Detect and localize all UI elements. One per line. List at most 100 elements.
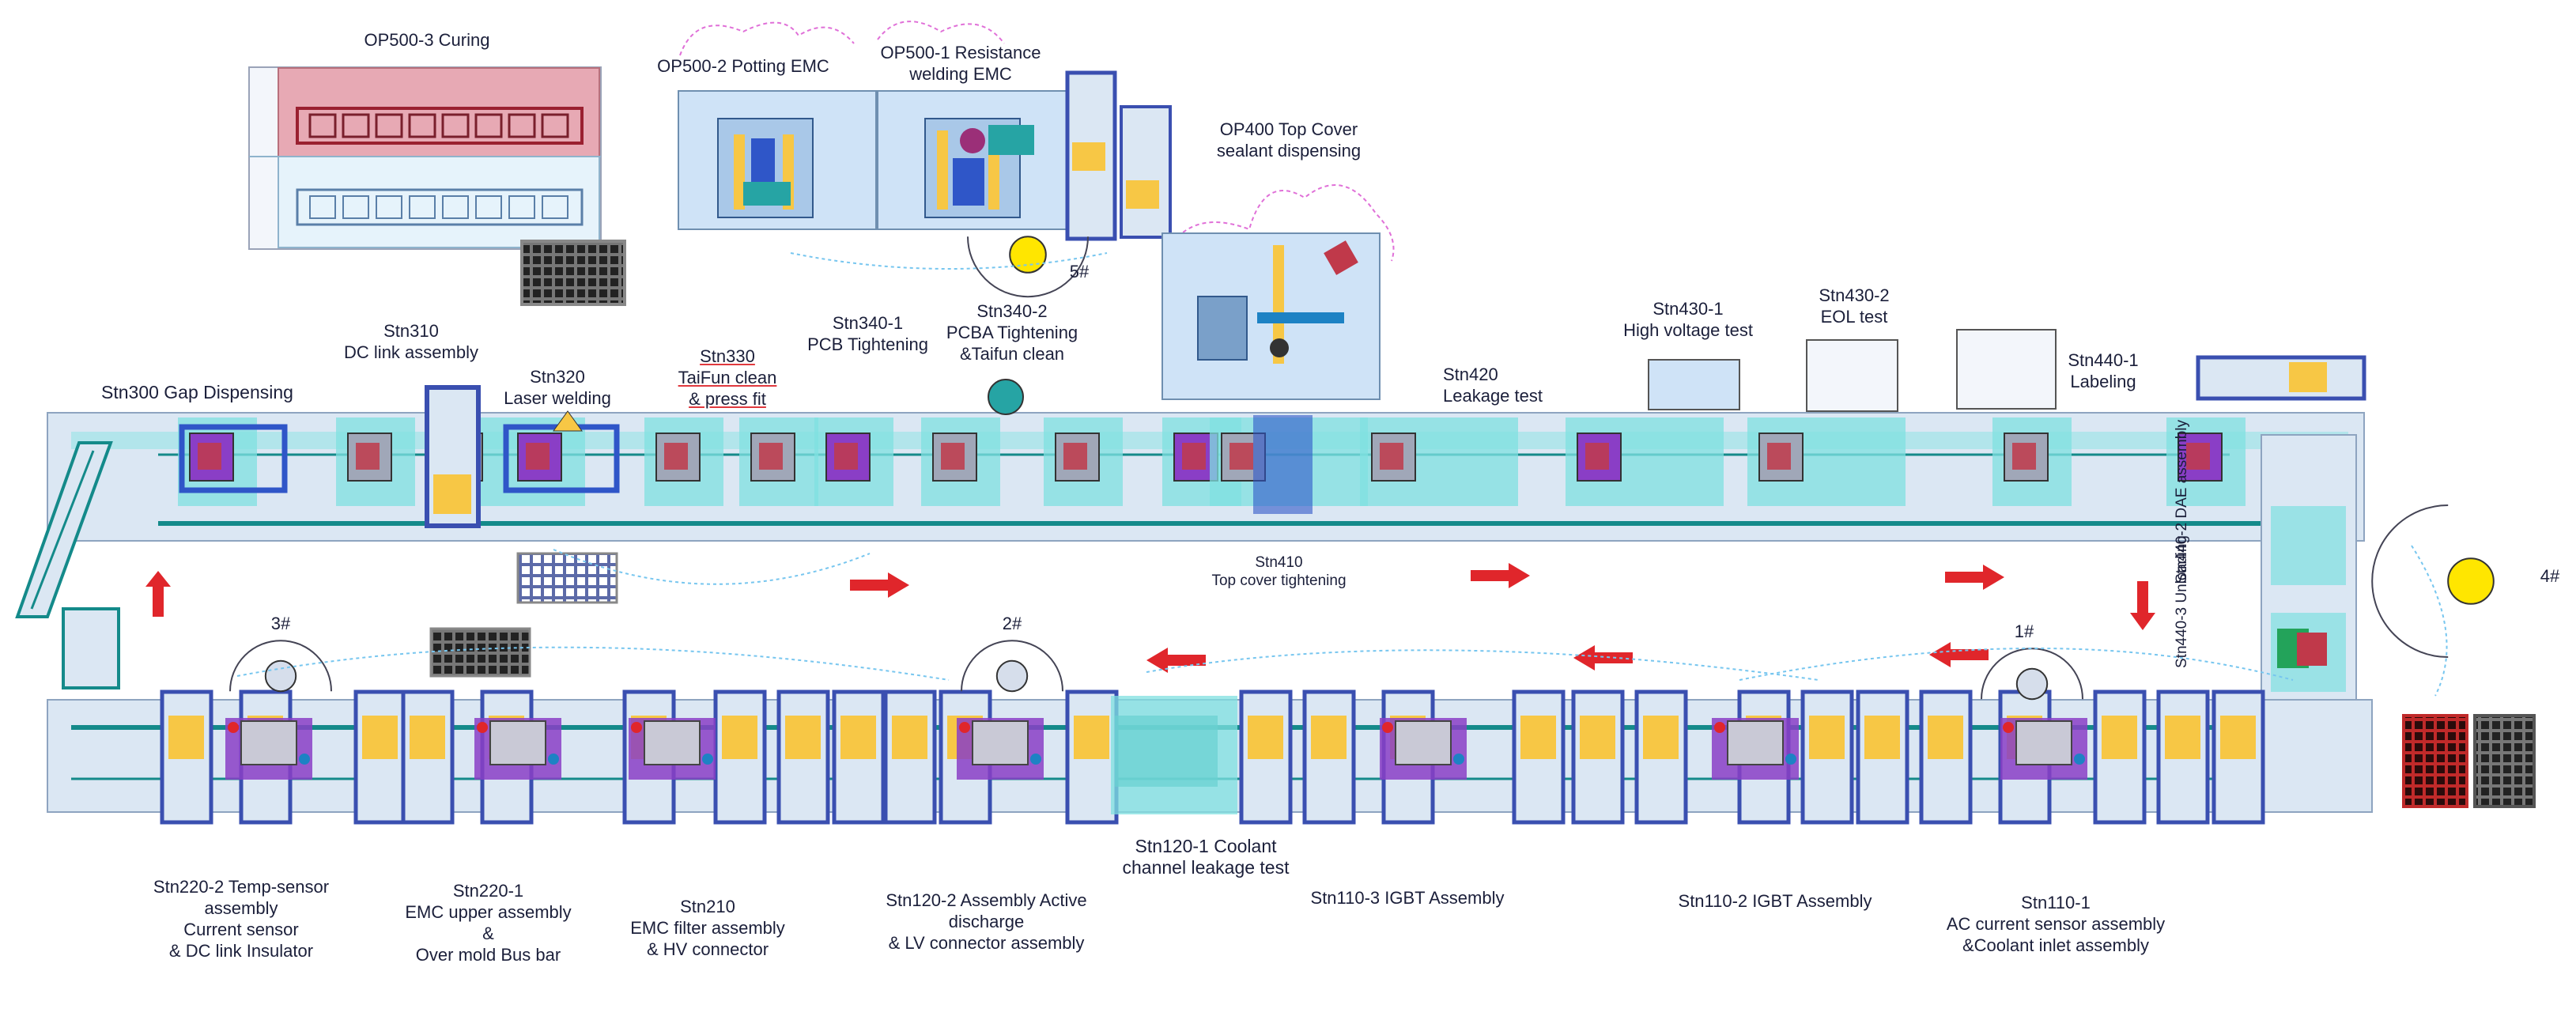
oven-rack [409, 195, 436, 219]
left-transfer-ramp [15, 441, 120, 689]
flow-arrow-right [1945, 565, 2004, 590]
tightening-unit [1253, 415, 1313, 514]
oven-rack [375, 113, 403, 138]
oven-rack [309, 195, 336, 219]
sensor [631, 722, 642, 733]
robot-head [995, 659, 1029, 693]
oven-rack [474, 113, 503, 138]
flow-arrow-left [1573, 645, 1633, 671]
pallet [2165, 716, 2200, 759]
pallet [433, 474, 471, 514]
potting-cell [678, 21, 877, 230]
pallet [2220, 716, 2256, 759]
sensor [477, 722, 488, 733]
stn310-label: Stn310 DC link assembly [344, 321, 478, 362]
pallet [1074, 716, 1109, 759]
gap-dispense-gantry [179, 424, 288, 493]
oven-rack [508, 113, 536, 138]
lower-stations [160, 689, 2265, 825]
sensor [1453, 754, 1464, 765]
stn120-2-label: Stn120-2 Assembly Active discharge & LV … [886, 890, 1087, 953]
stn440-1-label: Stn440-1 Labeling [2068, 350, 2139, 391]
assembly-tool [2015, 720, 2072, 765]
assembly-tool [644, 720, 701, 765]
pallet [1520, 716, 1556, 759]
sensor [702, 754, 713, 765]
robot-base [1981, 648, 2083, 700]
pallet [1311, 716, 1347, 759]
stn430-2-label: Stn430-2 EOL test [1819, 285, 1890, 327]
stn320-label: Stn320 Laser welding [504, 367, 611, 408]
curing-oven [248, 66, 602, 250]
oven-rack [442, 195, 469, 219]
stn340-1-label: Stn340-1 PCB Tightening [807, 313, 928, 354]
fixture [1758, 433, 1804, 482]
oven-rack [541, 113, 569, 138]
robot-base [967, 236, 1089, 298]
oven-rack [441, 113, 470, 138]
stn210-label: Stn210 EMC filter assembly & HV connecto… [630, 897, 785, 959]
op500-1-label: OP500-1 Resistance welding EMC [880, 43, 1041, 84]
op500-3-label: OP500-3 Curing [364, 30, 490, 50]
flow-arrows [145, 563, 2155, 673]
assembly-tool [972, 720, 1029, 765]
robot-reach-arcs [236, 252, 2448, 697]
sealant-dispensing-cell [1161, 184, 1395, 400]
flow-arrow-right [850, 572, 909, 598]
oven-rack [308, 113, 337, 138]
taifun-head [988, 379, 1024, 415]
sensor [959, 722, 970, 733]
assembly-tool [1727, 720, 1784, 765]
sensor [1714, 722, 1725, 733]
stn430-1-label: Stn430-1 High voltage test [1623, 299, 1753, 340]
part [1585, 443, 1609, 470]
robot-base [229, 640, 332, 692]
stn340-2-label: Stn340-2 PCBA Tightening &Taifun clean [946, 301, 1078, 364]
flow-arrow-right [1471, 563, 1530, 588]
part [664, 443, 688, 470]
robot-3-label: 3# [270, 614, 291, 633]
stn110-3-label: Stn110-3 IGBT Assembly [1310, 888, 1505, 908]
sensor [1382, 722, 1393, 733]
part [198, 443, 221, 470]
stn330-label: Stn330 TaiFun clean & press fit [678, 346, 777, 409]
part [1182, 443, 1206, 470]
robot-4-label: 4# [2540, 566, 2560, 586]
pallet [410, 716, 445, 759]
stn220-1-label: Stn220-1 EMC upper assembly & Over mold … [405, 881, 572, 965]
upper-stations [178, 379, 2246, 528]
part [834, 443, 858, 470]
stn420-label: Stn420 Leakage test [1443, 365, 1543, 406]
flow-arrow-up [145, 571, 171, 617]
oven-rack [408, 113, 436, 138]
stn220-2-label: Stn220-2 Temp-sensor assembly Current se… [153, 877, 330, 961]
part [2012, 443, 2036, 470]
stn300-label: Stn300 Gap Dispensing [101, 382, 293, 402]
control-cabinets [429, 240, 2536, 808]
part [356, 443, 380, 470]
assembly-tool [240, 720, 297, 765]
label-feeder [2196, 355, 2366, 401]
pallet [1928, 716, 1963, 759]
part [941, 443, 965, 470]
pallet [1643, 716, 1679, 759]
stn440-3-label: Stn440-3 Unloading [2174, 535, 2190, 668]
pallet [2102, 716, 2137, 759]
stn110-2-label: Stn110-2 IGBT Assembly [1678, 891, 1872, 911]
part [2186, 443, 2210, 470]
test-cabinets [1648, 329, 2057, 412]
pallet [362, 716, 398, 759]
sensor [1030, 754, 1041, 765]
pallet [168, 716, 204, 759]
pallet [840, 716, 876, 759]
stn410-label: Stn410 Top cover tightening [1211, 554, 1347, 589]
op400-label: OP400 Top Cover sealant dispensing [1216, 119, 1362, 161]
robot-2-label: 2# [1002, 614, 1022, 633]
robot-head [2447, 557, 2495, 605]
part [1767, 443, 1791, 470]
part [759, 443, 783, 470]
flow-arrow-left [1929, 642, 1989, 667]
oven-rack [376, 195, 402, 219]
pallet [1864, 716, 1900, 759]
